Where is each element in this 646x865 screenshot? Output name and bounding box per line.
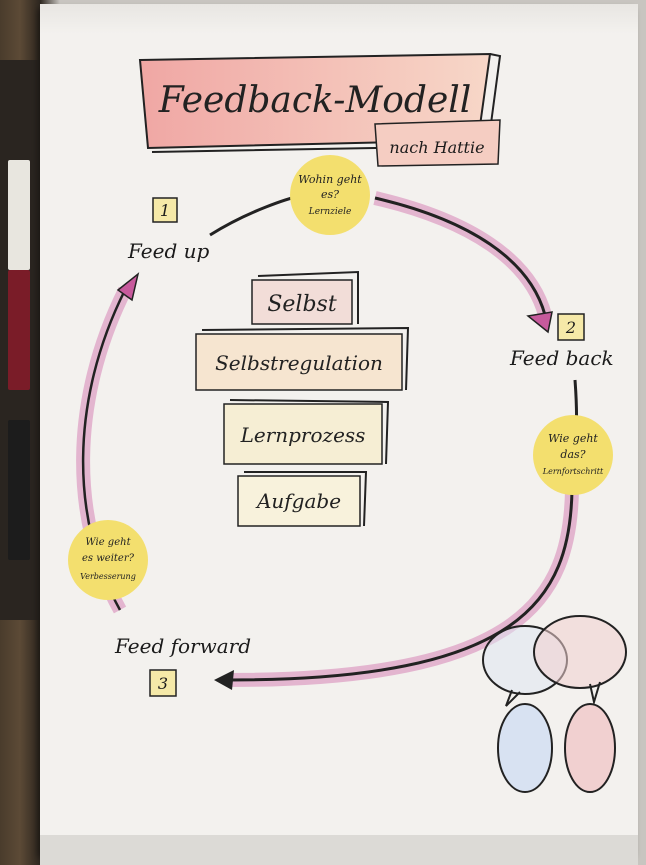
note-line: es weiter? [82,553,135,564]
level-box [223,403,383,465]
book [8,420,30,560]
level-box-shadow [257,270,359,324]
level-box-shadow [229,399,390,465]
person-left [497,703,553,793]
note-wie-geht-weiter: Wie geht es weiter? Verbesserung [68,520,148,600]
note-circle [290,155,370,235]
level-label: Selbst [267,292,337,317]
stage-number: 1 [160,201,170,220]
stage-number: 2 [565,318,576,337]
bubble-tail-right [589,681,601,706]
level-box-shadow [244,471,368,527]
stage-feed-back: 2 Feed back [509,313,614,370]
note-line: Wie geht [548,432,598,445]
level-box-shadow [201,326,410,391]
bubble-tail-left [505,689,521,707]
person-right [564,703,616,793]
level-selbstregulation: Selbstregulation [195,326,410,391]
arc-top-right-wash [373,191,552,318]
stage-feed-forward: Feed forward 3 [114,634,251,697]
subtitle: nach Hattie [389,138,484,157]
flipchart-top-edge [40,4,638,34]
book [8,160,30,270]
arc-top-right [374,196,547,316]
stage-number-box [152,197,178,223]
note-wie-geht-das: Wie geht das? Lernfortschritt [533,415,613,495]
note-line: das? [560,448,585,461]
level-box [195,333,403,391]
arc-bottom [229,489,574,682]
note-wohin: Wohin geht es? Lernziele [290,155,370,235]
note-line: Verbesserung [80,572,136,581]
subtitle-banner: nach Hattie [374,119,501,167]
note-circle [68,520,148,600]
note-line: Wohin geht [298,173,362,186]
level-aufgabe: Aufgabe [237,471,368,527]
note-line: Wie geht [85,537,131,548]
level-label: Aufgabe [255,489,341,513]
level-label: Lernprozess [240,423,366,447]
people-illustration [482,615,627,793]
level-box [237,475,361,527]
level-label: Selbstregulation [215,351,383,375]
level-lernprozess: Lernprozess [223,399,390,465]
level-selbst: Selbst [251,270,359,325]
note-line: Lernfortschritt [542,467,604,476]
stage-label: Feed back [509,346,614,370]
page-title: Feedback-Modell [158,80,472,121]
stage-number: 3 [158,674,168,693]
stage-number-box [149,669,177,697]
level-box [251,279,353,325]
arrowhead-feed-up [116,272,140,302]
subtitle-banner-shape [374,119,501,167]
note-line: es? [321,188,339,201]
note-circle [533,415,613,495]
arrowhead-feed-forward [214,670,234,690]
stage-label: Feed forward [114,634,251,658]
stage-label: Feed up [127,239,209,263]
arrowhead-feed-back [526,311,553,334]
stage-number-box [557,313,585,341]
book [8,270,30,390]
title-banner-shadow [151,53,502,153]
stage-feed-up: 1 Feed up [127,197,209,263]
note-line: Lernziele [308,207,352,217]
speech-bubble-right [533,615,627,689]
arc-top-left [209,194,301,237]
flipchart-bottom-edge [40,835,638,865]
